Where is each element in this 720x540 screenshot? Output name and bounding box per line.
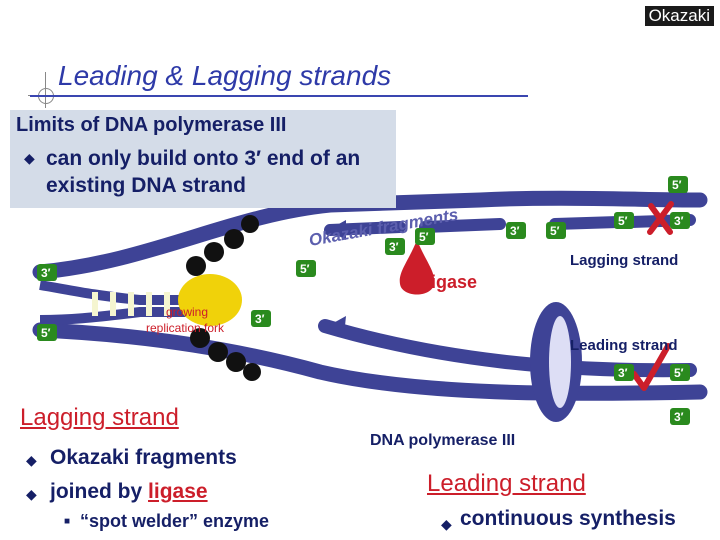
svg-text:3′: 3′ bbox=[510, 224, 520, 238]
base-pair-rung bbox=[146, 292, 152, 316]
nucleotide-dot bbox=[226, 352, 246, 372]
end-marker-5-prime: 5′ bbox=[670, 364, 690, 381]
end-marker-5-prime: 5′ bbox=[546, 222, 566, 239]
nucleotide-dot bbox=[186, 256, 206, 276]
nucleotide-dot bbox=[208, 342, 228, 362]
lagging-bullet-prefix: joined by bbox=[50, 480, 143, 503]
end-marker-3-prime: 3′ bbox=[614, 364, 634, 381]
nucleotide-dot bbox=[224, 229, 244, 249]
okazaki-fragment-arrow bbox=[328, 220, 346, 240]
base-pair-rung bbox=[110, 292, 116, 316]
end-marker-3-prime: 3′ bbox=[670, 212, 690, 229]
sub-bullet-icon: ■ bbox=[64, 516, 71, 527]
svg-text:3′: 3′ bbox=[674, 214, 684, 228]
dna-polymerase-label: DNA polymerase III bbox=[370, 432, 516, 449]
end-marker-3-prime: 3′ bbox=[670, 408, 690, 425]
end-marker-5-prime: 5′ bbox=[614, 212, 634, 229]
end-marker-5-prime: 5′ bbox=[37, 324, 57, 341]
end-marker-3-prime: 3′ bbox=[506, 222, 526, 239]
bullet-icon: ◆ bbox=[24, 150, 35, 166]
base-pair-rung bbox=[128, 292, 134, 316]
end-marker-3-prime: 3′ bbox=[37, 264, 57, 281]
nucleotide-dot bbox=[243, 363, 261, 381]
page-title: Leading & Lagging strands bbox=[58, 60, 392, 91]
limits-heading: Limits of DNA polymerase III bbox=[16, 114, 287, 136]
dna-polymerase-iii-core bbox=[549, 316, 571, 408]
checkmark-icon bbox=[631, 343, 671, 391]
lagging-strand-diagram-label: Lagging strand bbox=[570, 252, 678, 269]
end-marker-5-prime: 5′ bbox=[415, 228, 435, 245]
svg-text:3′: 3′ bbox=[674, 410, 684, 424]
fork-label: replication fork bbox=[146, 321, 225, 335]
lagging-strand-heading: Lagging strand bbox=[20, 404, 179, 431]
helicase bbox=[178, 274, 242, 326]
end-marker-5-prime: 5′ bbox=[296, 260, 316, 277]
nucleotide-dot bbox=[190, 328, 210, 348]
svg-text:5′: 5′ bbox=[419, 230, 429, 244]
svg-text:5′: 5′ bbox=[41, 326, 51, 340]
svg-text:3′: 3′ bbox=[618, 366, 628, 380]
nucleotide-dot bbox=[204, 242, 224, 262]
svg-text:3′: 3′ bbox=[389, 240, 399, 254]
ligase-label: ligase bbox=[426, 272, 477, 292]
x-mark-icon bbox=[647, 201, 674, 235]
ligase-enzyme bbox=[399, 240, 435, 295]
svg-text:5′: 5′ bbox=[550, 224, 560, 238]
bullet-icon: ◆ bbox=[441, 516, 452, 532]
svg-text:5′: 5′ bbox=[618, 214, 628, 228]
lagging-sub-bullet: “spot welder” enzyme bbox=[80, 511, 270, 531]
leading-new-strand-arrow bbox=[328, 316, 346, 336]
leading-new-strand bbox=[318, 319, 697, 378]
lagging-bullet-okazaki: Okazaki fragments bbox=[50, 446, 237, 469]
svg-text:3′: 3′ bbox=[255, 312, 265, 326]
okazaki-tag: Okazaki bbox=[644, 6, 714, 26]
lagging-bullet-ligase: joined by ligase bbox=[50, 480, 208, 504]
svg-text:5′: 5′ bbox=[674, 366, 684, 380]
leading-strand-diagram-label: Leading strand bbox=[570, 337, 678, 354]
leading-bullet-continuous: continuous synthesis bbox=[460, 507, 676, 530]
svg-text:5′: 5′ bbox=[300, 262, 310, 276]
parent-strand-top bbox=[39, 280, 200, 305]
bullet-icon: ◆ bbox=[26, 452, 37, 468]
leading-template-strand bbox=[32, 322, 708, 401]
svg-text:3′: 3′ bbox=[41, 266, 51, 280]
base-pair-rung bbox=[164, 292, 170, 316]
end-marker-3-prime: 3′ bbox=[385, 238, 405, 255]
limits-text: can only build onto 3′ end of an existin… bbox=[46, 147, 361, 197]
leading-strand-heading: Leading strand bbox=[427, 470, 586, 497]
parent-strand-bottom bbox=[39, 307, 200, 325]
nucleotide-dot bbox=[241, 215, 259, 233]
bullet-icon: ◆ bbox=[26, 486, 37, 502]
base-pair-rung bbox=[92, 292, 98, 316]
end-marker-3-prime: 3′ bbox=[251, 310, 271, 327]
end-marker-5-prime: 5′ bbox=[668, 176, 688, 193]
title-underline bbox=[30, 95, 528, 97]
okazaki-fragment bbox=[419, 218, 506, 233]
limits-callout-box bbox=[10, 110, 396, 208]
fork-label: growing bbox=[166, 305, 208, 319]
svg-text:5′: 5′ bbox=[672, 178, 682, 192]
ligase-link: ligase bbox=[148, 480, 208, 503]
